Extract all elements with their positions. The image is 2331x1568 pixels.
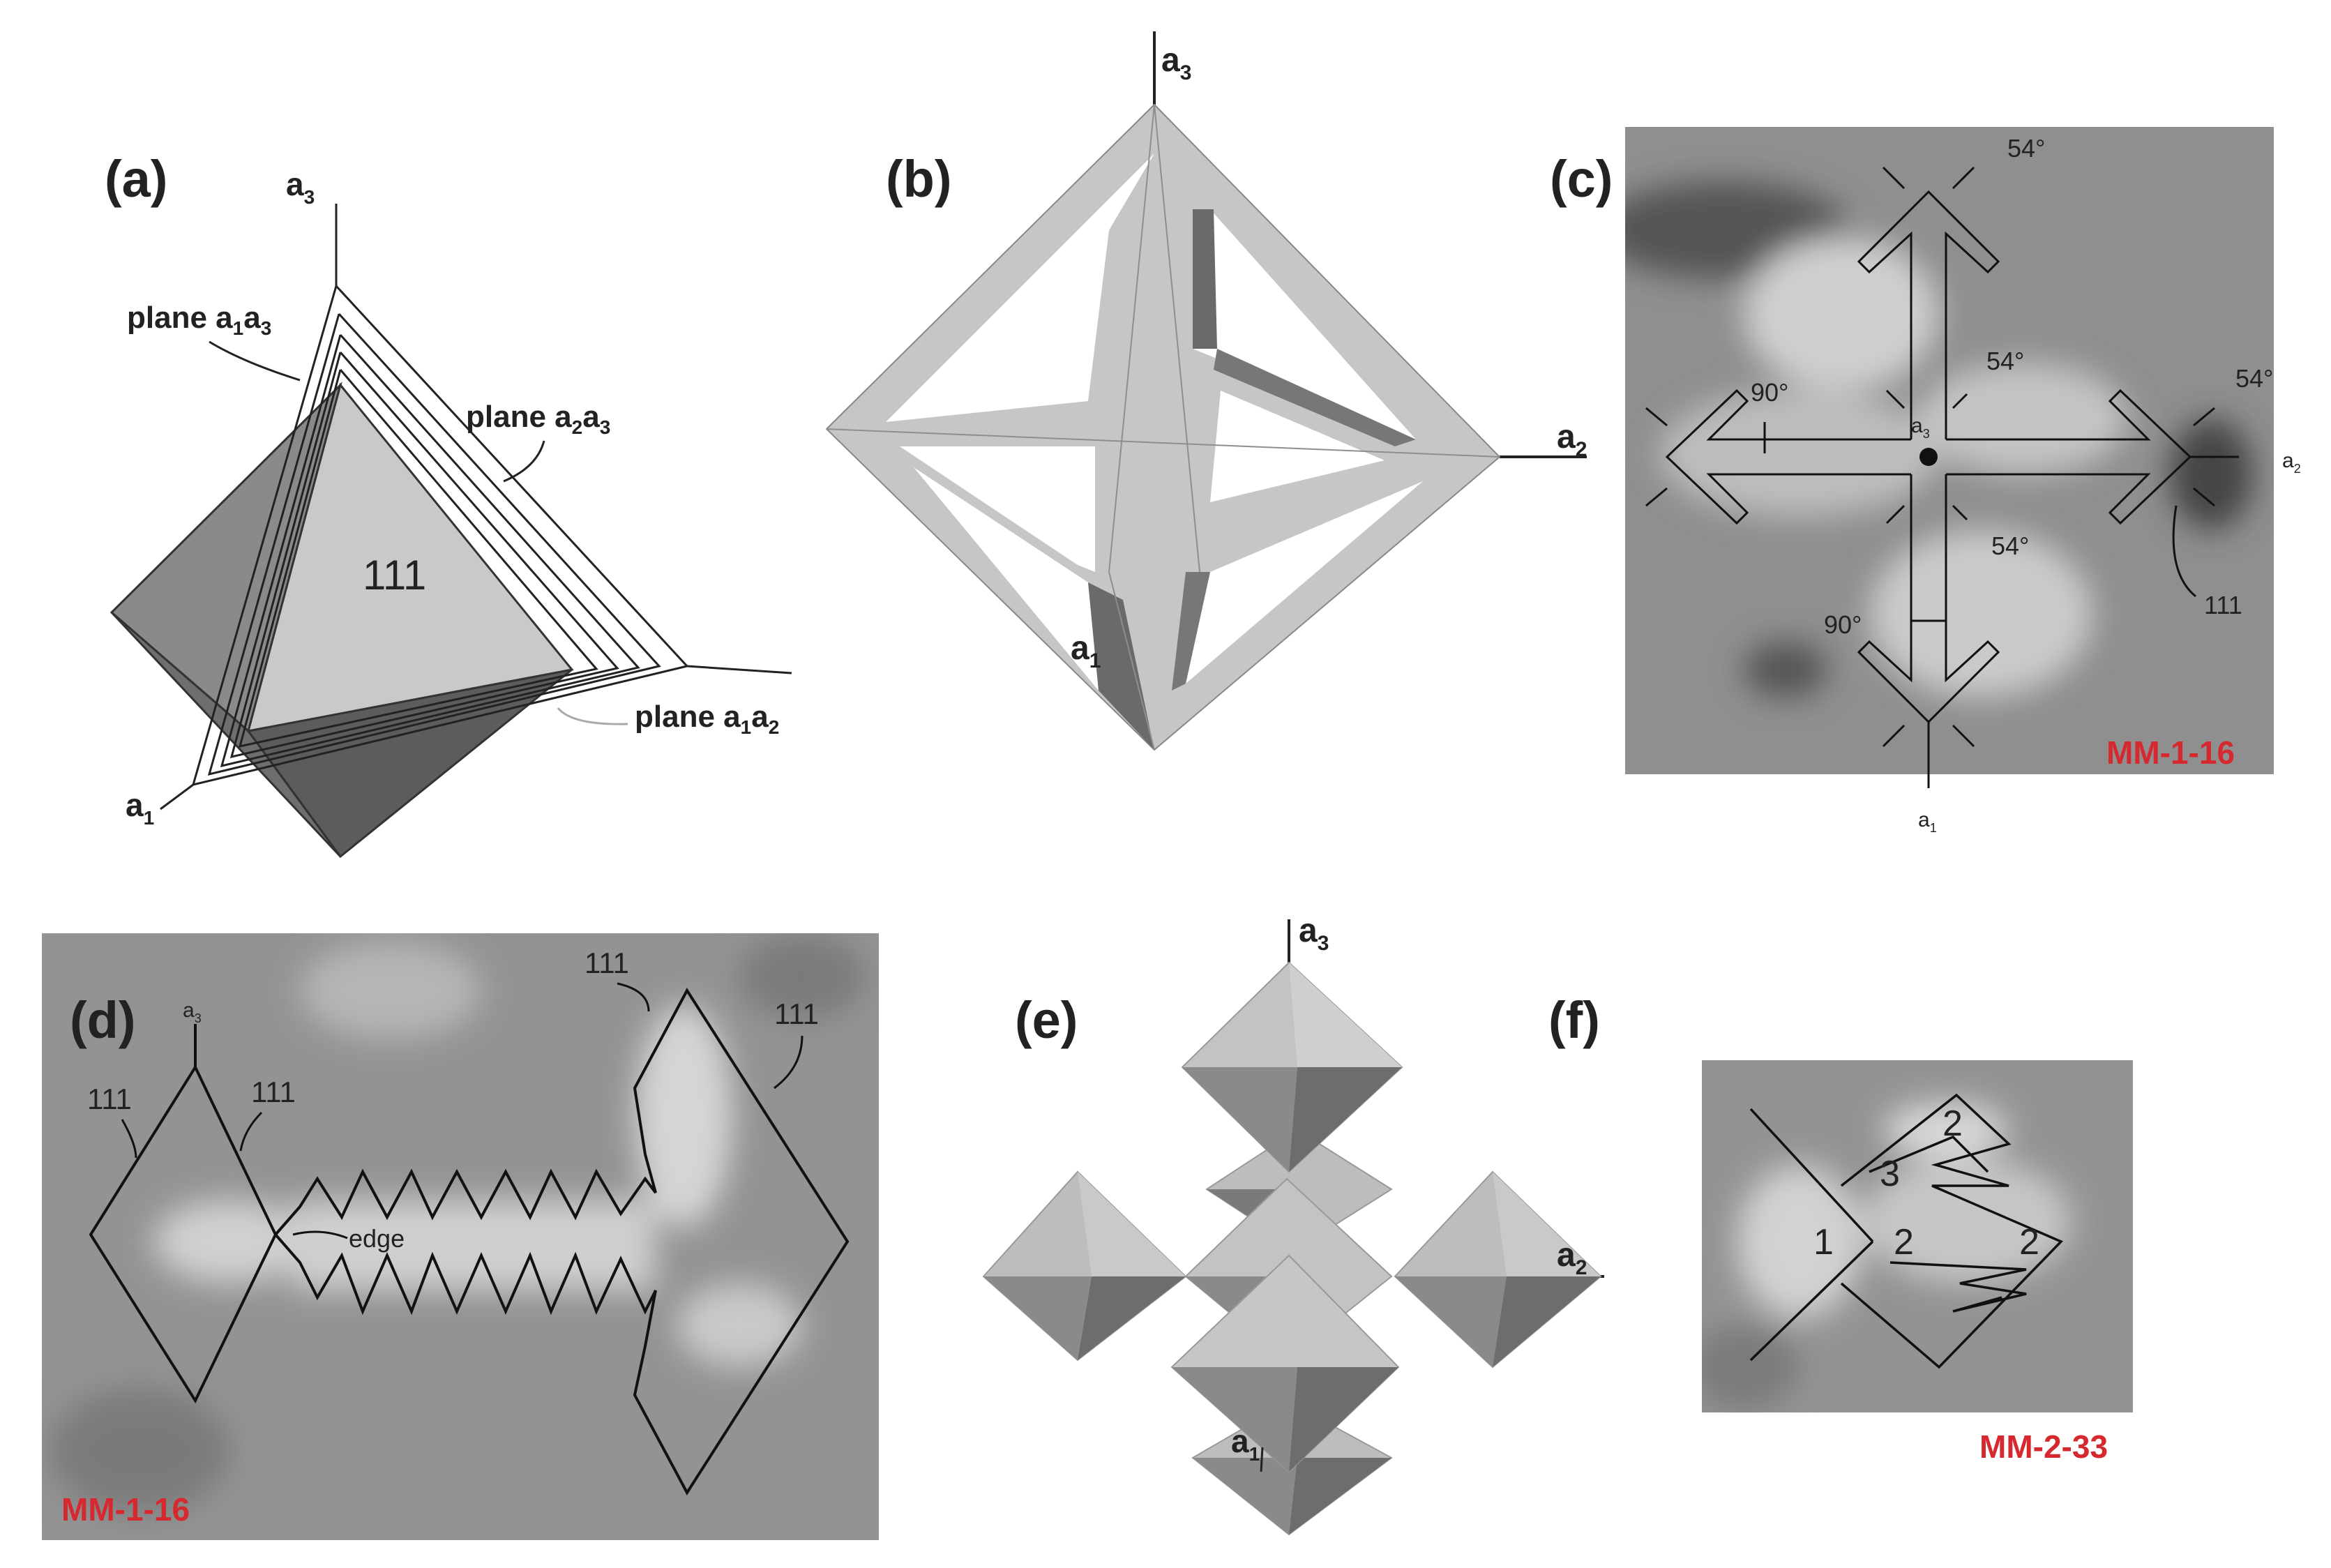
angle-54-center: 54° xyxy=(1986,347,2024,375)
panel-a-label: (a) xyxy=(105,150,167,208)
frame-edges xyxy=(826,104,1500,751)
angle-54-right: 54° xyxy=(2235,364,2273,393)
angle-90-left: 90° xyxy=(1751,378,1788,407)
sample-label-f: MM-2-33 xyxy=(1979,1428,2108,1465)
domain-2-label-top: 2 xyxy=(1942,1103,1963,1144)
cross-outline xyxy=(1665,190,2239,788)
axis-a1-label: a1 xyxy=(126,787,154,829)
panel-a: (a) 111 a3 a1 plane a1a3 plane a2a3 plan… xyxy=(105,150,792,859)
domain-2-label-right: 2 xyxy=(2019,1222,2039,1262)
frame-opening-center-right xyxy=(1210,391,1385,502)
axis-a1-label-e: a1 xyxy=(1231,1423,1260,1465)
octahedron-right xyxy=(1394,1170,1602,1369)
panel-b: (b) a2 a3 a1 xyxy=(825,31,1587,751)
domain-3-label: 3 xyxy=(1880,1154,1900,1194)
octahedron-top xyxy=(1181,961,1403,1173)
face-111-label: 111 xyxy=(363,552,426,598)
plane-a1a3-leader xyxy=(209,340,301,382)
panel-b-label: (b) xyxy=(886,150,952,208)
frame-shadow-2 xyxy=(1214,349,1416,446)
domain-1-label: 1 xyxy=(1813,1222,1834,1262)
panel-d-label: (d) xyxy=(70,991,136,1049)
face-111 xyxy=(246,382,574,732)
crystal-outline-d xyxy=(89,988,850,1495)
angle-ticks xyxy=(1645,166,2215,748)
domain-2-label-left: 2 xyxy=(1894,1222,1914,1262)
face-111-label-c: 111 xyxy=(2204,591,2242,619)
axis-a2-label-c: a2 xyxy=(2282,449,2301,476)
face-111-label-d3: 111 xyxy=(584,947,629,979)
axis-a3-label-c: a3 xyxy=(1911,414,1930,441)
axis-a1-label-b: a1 xyxy=(1071,630,1101,672)
panel-e-label: (e) xyxy=(1015,991,1078,1049)
face-leader-d3 xyxy=(617,982,650,1012)
frame-opening-left xyxy=(900,446,1095,572)
angle-54-top: 54° xyxy=(2007,134,2045,163)
frame-opening-upper-left xyxy=(886,153,1154,422)
frame-shadow-1 xyxy=(1193,209,1217,349)
axis-a2-label-b: a2 xyxy=(1557,419,1587,461)
face-111-label-d2: 111 xyxy=(251,1076,296,1108)
axis-a3-label-d: a3 xyxy=(183,999,202,1025)
plane-a1a3-label: plane a1a3 xyxy=(127,301,271,339)
face-111-label-d4: 111 xyxy=(774,997,819,1030)
axis-a3-label-b: a3 xyxy=(1161,42,1191,84)
face-111-leader-c xyxy=(2172,505,2196,598)
angle-90-lower: 90° xyxy=(1824,610,1862,639)
face-leader-d2 xyxy=(239,1111,263,1152)
panel-f: (f) 1 2 2 2 3 MM-2-33 xyxy=(1548,991,2133,1465)
plane-a1a2-leader xyxy=(557,707,628,725)
frame-opening-upper-right xyxy=(1193,209,1416,439)
sample-label-d: MM-1-16 xyxy=(61,1491,190,1528)
sample-label-c: MM-1-16 xyxy=(2106,734,2235,771)
plane-a2a3-label: plane a2a3 xyxy=(466,400,610,438)
frame-shadow-4 xyxy=(1172,572,1210,691)
stacked-planes xyxy=(160,204,792,811)
octahedron-left xyxy=(982,1170,1187,1362)
panel-c-label: (c) xyxy=(1550,150,1613,208)
frame-opening-lower-right xyxy=(1186,481,1423,684)
face-111-label-d1: 111 xyxy=(87,1083,132,1115)
angle-54-lower: 54° xyxy=(1991,532,2029,560)
panel-f-label: (f) xyxy=(1548,991,1600,1049)
axis-a3-label: a3 xyxy=(286,166,315,208)
axis-a3-point xyxy=(1919,448,1938,466)
edge-label-d: edge xyxy=(349,1224,405,1253)
twin-outline-f xyxy=(1749,1093,2064,1369)
face-leader-d4 xyxy=(774,1035,804,1090)
panel-d: (d) a3 111 111 111 111 edge MM-1-16 xyxy=(42,933,879,1540)
panel-e: (e) xyxy=(982,912,1604,1536)
edge-leader-d xyxy=(292,1230,348,1239)
axis-a2-label-e: a2 xyxy=(1557,1237,1587,1279)
axis-a1-line-e xyxy=(1260,1447,1264,1472)
plane-a1a2-label: plane a1a2 xyxy=(635,700,779,738)
frame-shadow-3 xyxy=(1088,582,1154,750)
panel-c: (c) xyxy=(1550,127,2301,835)
octahedron-cluster xyxy=(982,961,1602,1536)
octahedron-lower-front xyxy=(1170,1254,1400,1473)
face-leader-d1 xyxy=(121,1119,137,1159)
frame-opening-lower-left xyxy=(914,467,1099,691)
axis-a1-label-c: a1 xyxy=(1918,808,1937,835)
plane-a2a3-leader xyxy=(503,440,545,483)
axis-a3-label-e: a3 xyxy=(1299,912,1329,955)
